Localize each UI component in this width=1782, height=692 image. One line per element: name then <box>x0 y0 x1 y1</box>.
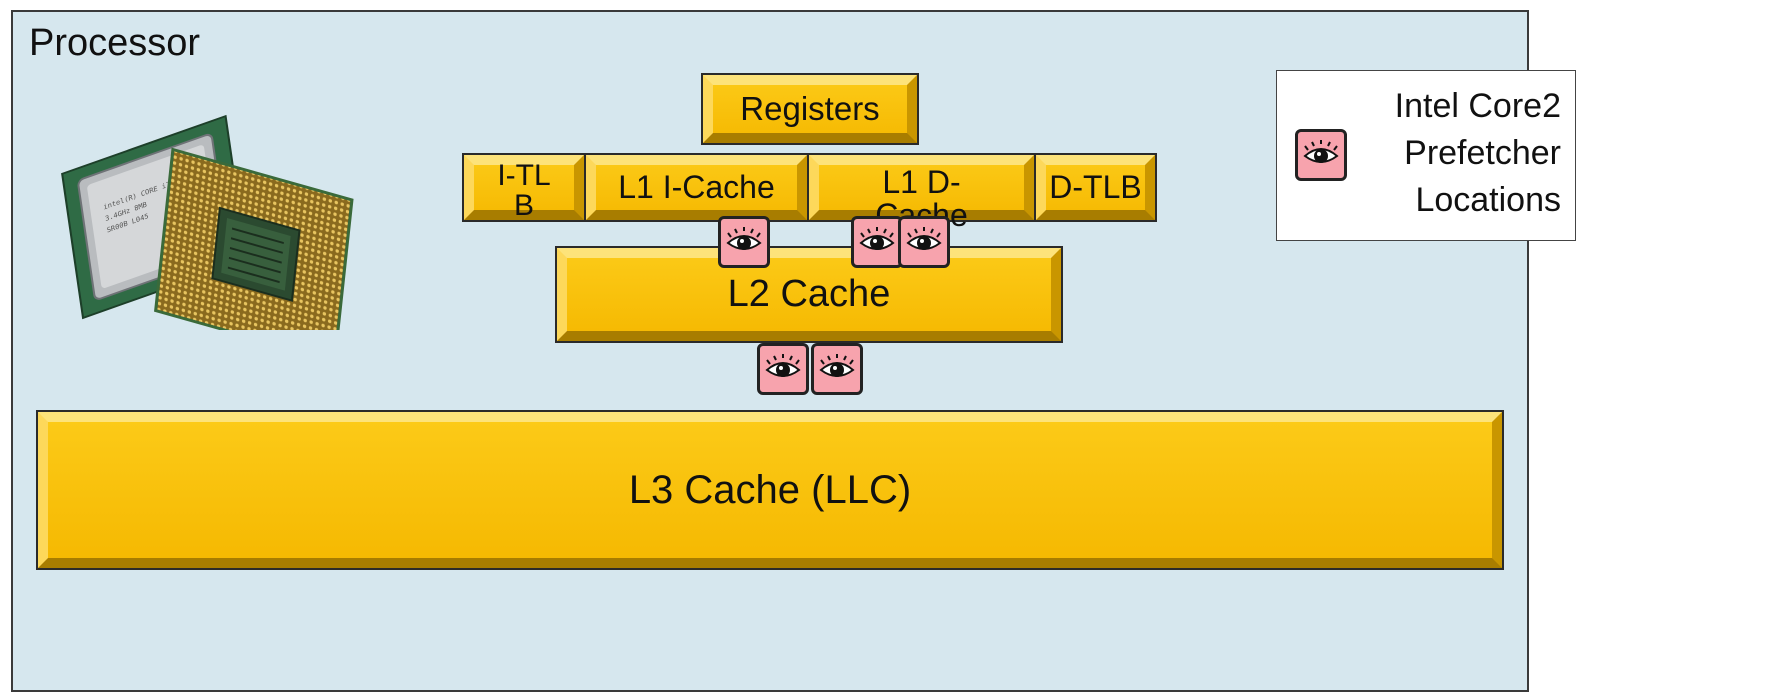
prefetcher-eye-icon <box>757 343 809 395</box>
prefetcher-eye-icon <box>718 216 770 268</box>
prefetcher-eye-icon <box>851 216 903 268</box>
legend-box: Intel Core2 Prefetcher Locations <box>1276 70 1576 241</box>
l3-cache-block: L3 Cache (LLC) <box>36 410 1504 570</box>
dtlb-block: D-TLB <box>1034 153 1157 222</box>
legend-eye-icon <box>1295 129 1347 181</box>
cpu-chip-image: intel(R) CORE i7 3.4GHz 8MB SR00B L045 <box>61 114 354 330</box>
itlb-block: I-TLB <box>462 153 586 222</box>
l2-cache-label: L2 Cache <box>727 273 891 315</box>
processor-label: Processor <box>29 22 201 64</box>
l1-dcache-label: L1 D-Cache <box>875 163 968 233</box>
legend-line-3: Locations <box>1415 181 1561 219</box>
dtlb-label: D-TLB <box>1049 169 1142 205</box>
registers-block: Registers <box>701 73 919 145</box>
prefetcher-eye-icon <box>898 216 950 268</box>
l1-icache-label: L1 I-Cache <box>618 169 775 205</box>
itlb-label: I-TLB <box>497 158 551 222</box>
legend-line-1: Intel Core2 <box>1394 87 1561 125</box>
l1-dcache-block: L1 D-Cache <box>807 153 1036 231</box>
legend-text: Intel Core2 Prefetcher Locations <box>1395 83 1561 224</box>
l1-icache-block: L1 I-Cache <box>584 153 809 222</box>
prefetcher-eye-icon <box>811 343 863 395</box>
l2-cache-block: L2 Cache <box>555 246 1063 343</box>
legend-line-2: Prefetcher <box>1404 134 1561 172</box>
l3-cache-label: L3 Cache (LLC) <box>628 467 912 512</box>
registers-label: Registers <box>740 90 880 127</box>
